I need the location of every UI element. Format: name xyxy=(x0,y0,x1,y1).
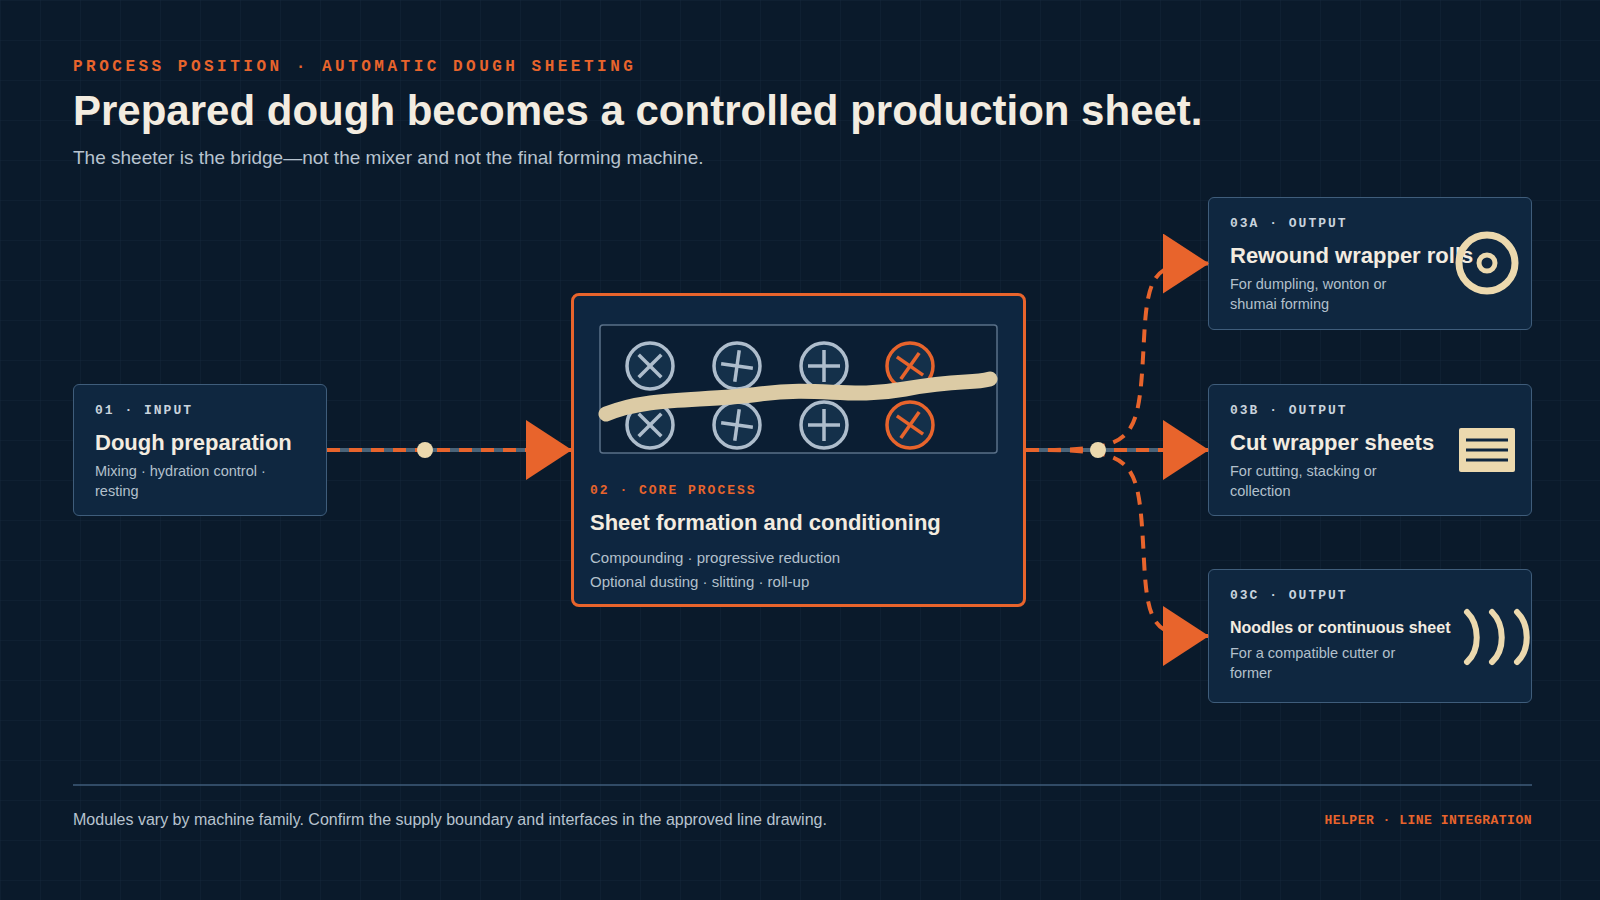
step-tag: 02 · CORE PROCESS xyxy=(590,482,1005,500)
junction-dots xyxy=(417,442,1106,458)
step-heading: Cut wrapper sheets xyxy=(1230,429,1511,457)
footer-rule xyxy=(73,784,1532,786)
footnote: Modules vary by machine family. Confirm … xyxy=(73,810,827,830)
step-heading: Dough preparation xyxy=(95,429,306,457)
output-box: 03C · OUTPUT Noodles or continuous sheetF… xyxy=(1208,569,1532,703)
connector-line xyxy=(1026,448,1208,452)
roller xyxy=(627,402,673,448)
step-tag: 03C · OUTPUT xyxy=(1230,587,1511,605)
step-tag: 01 · INPUT xyxy=(95,402,306,420)
roller xyxy=(887,402,933,448)
step-description: Optional dusting · slitting · roll-up xyxy=(590,570,1005,594)
connector-line xyxy=(1026,264,1208,451)
output-box: 03A · OUTPUT Rewound wrapper rollsFor dum… xyxy=(1208,197,1532,330)
step-heading: Sheet formation and conditioning xyxy=(590,509,1005,537)
roller xyxy=(887,343,933,389)
dough-sheet xyxy=(606,379,990,414)
sheeter-illustration xyxy=(600,325,997,453)
junction-dot xyxy=(417,442,433,458)
diagram-subtitle: The sheeter is the bridge—not the mixer … xyxy=(73,146,704,170)
step-description: For dumpling, wonton or shumai forming xyxy=(1230,275,1511,314)
step-tag: 03A · OUTPUT xyxy=(1230,215,1511,233)
process-box: 02 · CORE PROCESS Sheet formation and con… xyxy=(571,293,1026,607)
connector-layer xyxy=(327,264,1208,637)
step-description: Mixing · hydration control · resting xyxy=(95,462,306,501)
step-heading: Rewound wrapper rolls xyxy=(1230,242,1511,270)
roller xyxy=(714,343,760,389)
input-box: 01 · INPUT Dough preparationMixing · hydr… xyxy=(73,384,327,516)
step-description: For a compatible cutter or former xyxy=(1230,644,1511,683)
footer-tag: HELPER · LINE INTEGRATION xyxy=(1324,812,1532,830)
roll-icon xyxy=(1459,235,1515,291)
roller xyxy=(627,343,673,389)
roller xyxy=(714,402,760,448)
connector-line xyxy=(1026,450,1208,636)
step-heading: Noodles or continuous sheet xyxy=(1230,617,1511,639)
step-description: Compounding · progressive reduction xyxy=(590,546,1005,570)
sheet-stack-icon xyxy=(1459,428,1515,472)
section-eyebrow: PROCESS POSITION · AUTOMATIC DOUGH SHEET… xyxy=(73,57,636,77)
output-box: 03B · OUTPUT Cut wrapper sheetsFor cuttin… xyxy=(1208,384,1532,516)
illustration-panel xyxy=(600,325,997,453)
junction-dot xyxy=(1090,442,1106,458)
flow-connector xyxy=(327,450,571,451)
step-tag: 03B · OUTPUT xyxy=(1230,402,1511,420)
flow-connector xyxy=(1026,450,1208,451)
roller xyxy=(801,402,847,448)
flow-connector xyxy=(1026,450,1208,636)
flow-connector xyxy=(1026,264,1208,451)
noodle-icon xyxy=(1467,612,1527,662)
step-description: For cutting, stacking or collection xyxy=(1230,462,1511,501)
connector-line xyxy=(327,448,571,452)
diagram-title: Prepared dough becomes a controlled prod… xyxy=(73,86,1203,136)
roller xyxy=(801,343,847,389)
connector-base xyxy=(1026,448,1208,452)
connector-base xyxy=(327,448,571,452)
